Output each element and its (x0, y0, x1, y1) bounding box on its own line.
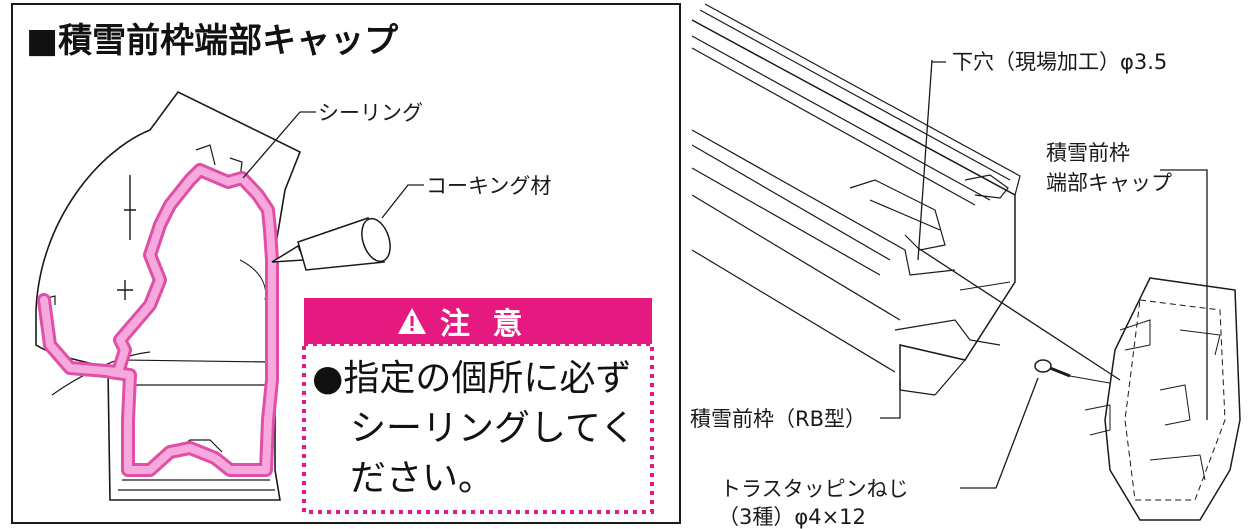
caution-header-bar (304, 298, 652, 344)
caution-line-3: ださい。 (350, 458, 494, 499)
caution-body-frame (302, 342, 654, 514)
label-frame: 積雪前枠（RB型） (690, 407, 866, 431)
label-screw-line-2: （3種）φ4×12 (718, 505, 866, 529)
label-sealing: シーリング (318, 101, 423, 125)
label-pilot-hole: 下穴（現場加工）φ3.5 (952, 50, 1167, 74)
left-panel: ■積雪前枠端部キャップ シーリング コーキン (11, 3, 681, 524)
caution-line-1: ●指定の個所に必ず (312, 358, 631, 399)
right-panel: 下穴（現場加工）φ3.5 積雪前枠 端部キャップ 積雪前枠（RB型） トラスタッ… (690, 3, 1241, 529)
label-cap-line-1: 積雪前枠 (1046, 141, 1130, 165)
screw-icon (1034, 359, 1116, 385)
label-cap-line-2: 端部キャップ (1046, 171, 1172, 195)
label-screw-line-1: トラスタッピンねじ (720, 477, 909, 501)
caution-header: 注 意 (440, 307, 528, 342)
caution-line-2: シーリングしてく (350, 408, 636, 449)
warning-triangle-icon (398, 308, 426, 334)
end-cap-3d-drawing (1084, 277, 1241, 521)
caution-box: 注 意 ●指定の個所に必ず シーリングしてく ださい。 (302, 298, 654, 514)
caulking-tube-icon (271, 217, 391, 271)
frame-extrusion-drawing (691, 3, 1021, 396)
panel-title: ■積雪前枠端部キャップ (26, 21, 398, 61)
label-caulking: コーキング材 (426, 174, 551, 198)
sealing-bead (37, 163, 279, 477)
